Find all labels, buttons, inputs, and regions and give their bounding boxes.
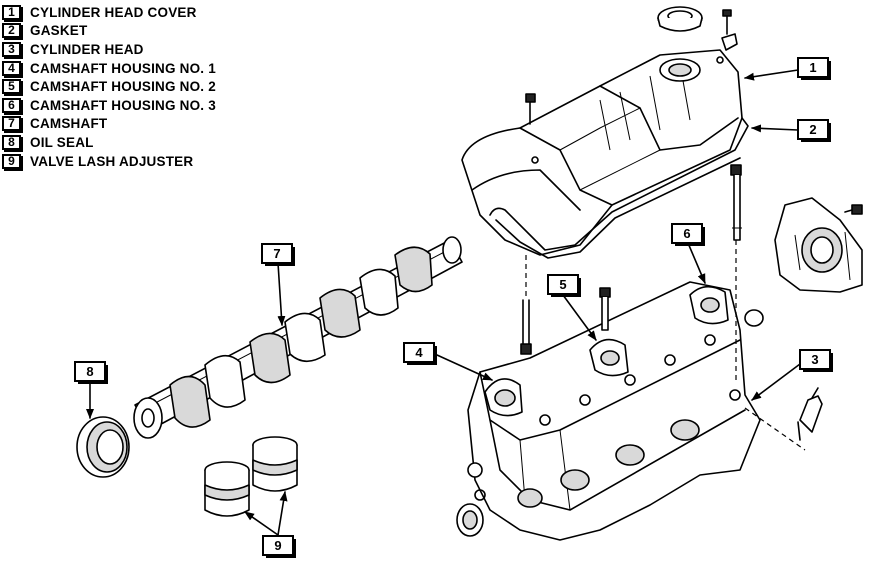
leader-line <box>436 354 493 381</box>
leader-line <box>744 69 799 81</box>
callout-8: 8 <box>74 361 108 384</box>
legend-item: 1 CYLINDER HEAD COVER <box>2 3 216 22</box>
callout-number: 8 <box>86 364 93 379</box>
legend-number: 4 <box>2 60 21 76</box>
cylinder-head-cover <box>461 49 743 256</box>
callout-number: 3 <box>811 352 818 367</box>
callout-1: 1 <box>797 57 831 80</box>
legend-item: 5 CAMSHAFT HOUSING NO. 2 <box>2 77 216 96</box>
legend-number: 1 <box>2 4 21 20</box>
callout-number: 6 <box>683 226 690 241</box>
water-outlet-housing <box>774 197 863 293</box>
leader-line <box>751 363 801 401</box>
legend-label: CYLINDER HEAD COVER <box>30 4 197 20</box>
oil-filler-cap <box>657 6 703 32</box>
callout-2: 2 <box>797 119 831 142</box>
legend-label: CAMSHAFT HOUSING NO. 2 <box>30 79 216 95</box>
legend-item: 3 CYLINDER HEAD <box>2 40 216 59</box>
callout-3: 3 <box>799 349 833 372</box>
valve-lash-adjuster <box>204 461 250 517</box>
callout-number: 7 <box>273 246 280 261</box>
parts-legend: 1 CYLINDER HEAD COVER 2 GASKET 3 CYLINDER H… <box>2 3 216 170</box>
legend-item: 6 CAMSHAFT HOUSING NO. 3 <box>2 96 216 115</box>
legend-label: CAMSHAFT <box>30 116 108 132</box>
leader-line <box>751 124 799 133</box>
legend-number: 5 <box>2 79 21 95</box>
callout-6: 6 <box>671 223 705 246</box>
cover-bolt <box>525 93 536 125</box>
legend-label: VALVE LASH ADJUSTER <box>30 153 194 169</box>
callout-number: 9 <box>274 538 281 553</box>
legend-label: OIL SEAL <box>30 134 94 150</box>
legend-label: GASKET <box>30 23 88 39</box>
cylinder-head <box>456 281 761 541</box>
head-bolt <box>520 299 532 355</box>
leader-line <box>687 242 706 284</box>
legend-item: 4 CAMSHAFT HOUSING NO. 1 <box>2 59 216 78</box>
callout-number: 1 <box>809 60 816 75</box>
callout-7: 7 <box>261 243 295 266</box>
gasket <box>489 117 749 259</box>
legend-item: 2 GASKET <box>2 22 216 41</box>
legend-number: 2 <box>2 23 21 39</box>
spark-plug <box>797 387 823 441</box>
legend-number: 9 <box>2 153 21 169</box>
callout-5: 5 <box>547 274 581 297</box>
leader-line <box>277 491 288 536</box>
legend-label: CAMSHAFT HOUSING NO. 3 <box>30 97 216 113</box>
expansion-plug <box>744 309 764 327</box>
camshaft <box>133 236 463 439</box>
cover-bolt <box>721 9 738 51</box>
callout-9: 9 <box>262 535 296 558</box>
legend-item: 7 CAMSHAFT <box>2 115 216 134</box>
legend-label: CYLINDER HEAD <box>30 41 144 57</box>
callout-number: 5 <box>559 277 566 292</box>
oil-seal <box>76 416 130 478</box>
callout-4: 4 <box>403 342 437 365</box>
alignment-line <box>744 407 806 451</box>
leader-line <box>277 262 286 326</box>
leader-line <box>244 511 279 536</box>
housing-bolt <box>599 287 611 331</box>
leader-line <box>562 294 597 341</box>
legend-item: 9 VALVE LASH ADJUSTER <box>2 152 216 171</box>
legend-label: CAMSHAFT HOUSING NO. 1 <box>30 60 216 76</box>
valve-lash-adjuster <box>252 436 298 492</box>
head-bolt <box>730 164 742 241</box>
legend-item: 8 OIL SEAL <box>2 133 216 152</box>
legend-number: 8 <box>2 134 21 150</box>
legend-number: 6 <box>2 97 21 113</box>
legend-number: 7 <box>2 116 21 132</box>
callout-number: 2 <box>809 122 816 137</box>
legend-number: 3 <box>2 41 21 57</box>
callout-number: 4 <box>415 345 423 360</box>
